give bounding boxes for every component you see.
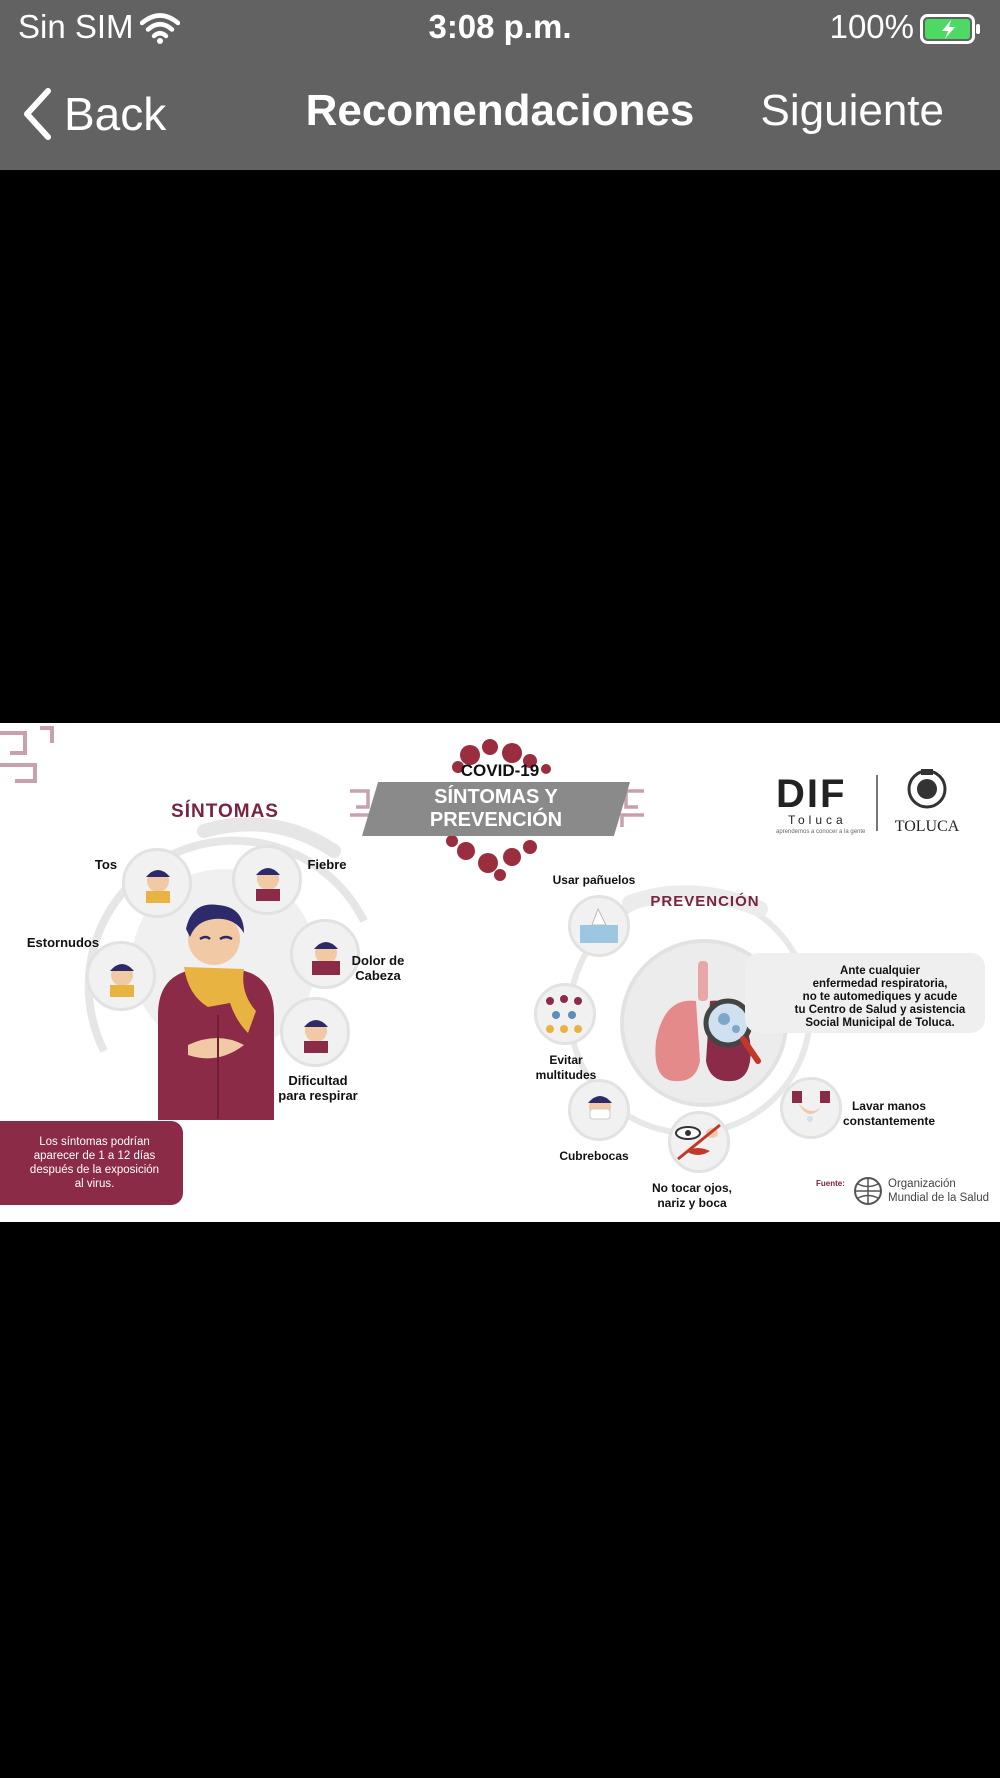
face-icon <box>146 870 170 903</box>
handwash-bubble <box>780 1077 842 1139</box>
handwash-label: Lavar manos constantemente <box>842 1099 936 1128</box>
poster-title: SÍNTOMAS Y PREVENCIÓN <box>429 786 563 831</box>
dif-toluca-logo: DIF Toluca aprendemos a conocer a la gen… <box>776 772 866 835</box>
face-icon <box>312 942 340 975</box>
battery-charging-icon <box>920 14 982 49</box>
no-touch-label: No tocar ojos, nariz y boca <box>651 1181 732 1210</box>
symptom-breathing-label: Dificultad para respirar <box>278 1073 358 1103</box>
who-logo-icon <box>854 1177 882 1205</box>
toluca-seal-icon <box>907 769 947 809</box>
crowd-bubble <box>534 983 596 1045</box>
covid-label: COVID-19 <box>460 761 540 780</box>
image-viewer[interactable]: COVID-19 SÍNTOMAS Y PREVENCIÓN SÍNTOMAS <box>0 170 1000 1778</box>
tissue-bubble <box>568 895 630 957</box>
back-button[interactable]: Back <box>22 82 166 146</box>
next-button[interactable]: Siguiente <box>760 86 944 135</box>
symptoms-onset-note: Los síntomas podrían aparecer de 1 a 12 … <box>0 1121 183 1205</box>
toluca-logo: TOLUCA <box>882 767 972 836</box>
face-icon <box>110 964 134 997</box>
navigation-bar: Back Recomendaciones Siguiente <box>0 58 1000 170</box>
source-label: Fuente: <box>816 1179 845 1188</box>
sick-person-illustration <box>158 904 274 1120</box>
who-logo: Organización Mundial de la Salud <box>852 1175 989 1207</box>
symptom-headache-bubble <box>290 919 360 989</box>
mask-icon <box>588 1096 612 1120</box>
title-band <box>362 782 630 836</box>
battery-percent: 100% <box>829 8 914 45</box>
tissues-label: Usar pañuelos <box>552 873 636 887</box>
face-icon <box>304 1020 328 1053</box>
ornament-icon <box>620 789 644 827</box>
clock: 3:08 p.m. <box>428 8 572 45</box>
virus-icon <box>446 739 551 881</box>
logo-divider <box>876 775 878 831</box>
symptoms-heading: SÍNTOMAS <box>171 801 279 822</box>
wifi-icon <box>139 12 181 49</box>
eye-crossed-icon <box>675 1123 721 1161</box>
symptom-sneeze-label: Estornudos <box>26 935 100 950</box>
page-title: Recomendaciones <box>305 86 695 135</box>
prevention-heading: PREVENCIÓN <box>650 893 760 910</box>
symptom-fever-label: Fiebre <box>307 857 347 872</box>
status-bar: Sin SIM 3:08 p.m. 100% <box>0 0 1000 58</box>
symptom-headache-label: Dolor de Cabeza <box>351 953 405 983</box>
covid-infographic[interactable]: COVID-19 SÍNTOMAS Y PREVENCIÓN SÍNTOMAS <box>0 723 1000 1222</box>
advice-box: Ante cualquier enfermedad respiratoria, … <box>745 953 985 1033</box>
mask-label: Cubrebocas <box>559 1149 629 1163</box>
crowds-label: Evitar multitudes <box>535 1053 597 1082</box>
symptom-sneeze-bubble <box>86 941 156 1011</box>
crowd-icon <box>546 995 582 1033</box>
face-icon <box>256 868 280 901</box>
chevron-left-icon <box>24 88 51 140</box>
back-label: Back <box>64 88 167 140</box>
tissue-box-icon <box>580 907 618 943</box>
symptom-cough-label: Tos <box>94 857 118 872</box>
carrier-label: Sin SIM <box>18 8 134 45</box>
hands-washing-icon <box>792 1091 830 1122</box>
ornament-icon <box>0 726 54 783</box>
